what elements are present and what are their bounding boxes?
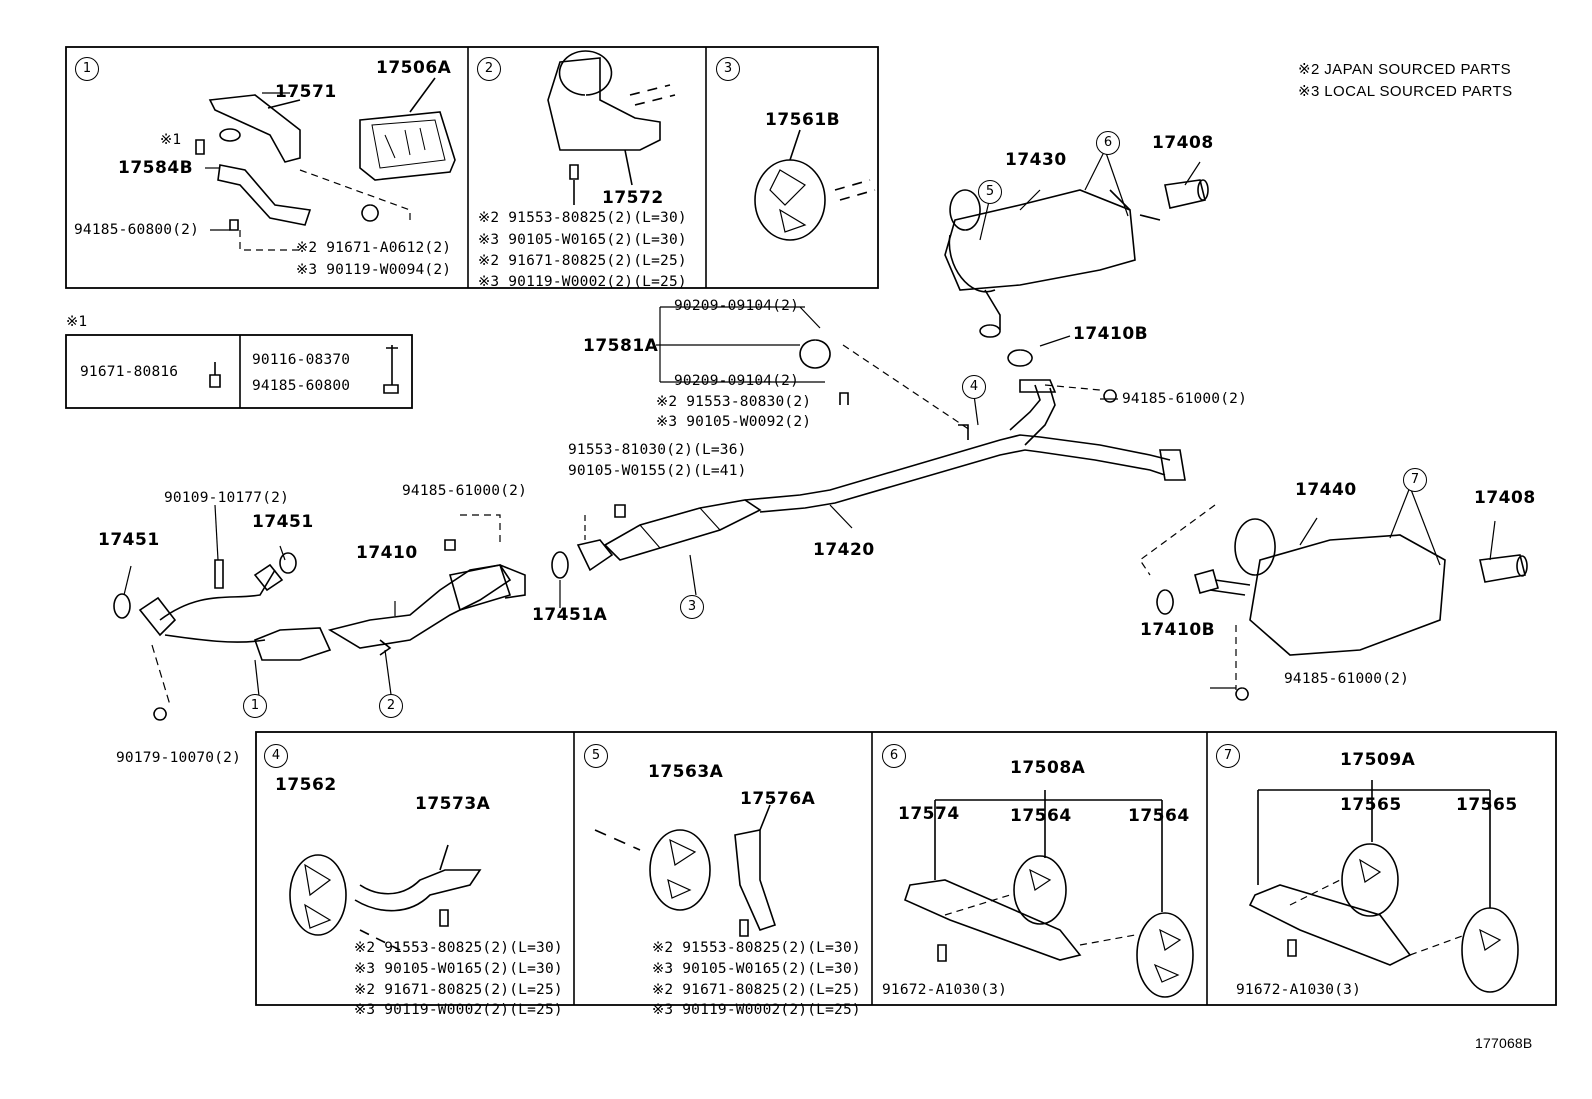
part-17565-left[interactable]: 17565 (1340, 795, 1402, 815)
box1-number: 1 (75, 57, 99, 81)
center-pipe-drawing (551, 339, 1186, 579)
fastener-box4-1[interactable]: ※2 91553-80825(2)(L=30) (354, 940, 563, 956)
fastener-box2-3[interactable]: ※2 91671-80825(2)(L=25) (478, 253, 687, 269)
star1-fasteners-drawing (209, 345, 399, 394)
part-17430[interactable]: 17430 (1005, 150, 1067, 170)
fastener-91553-80830[interactable]: ※2 91553-80830(2) (656, 394, 812, 410)
star1-marker: ※1 (160, 132, 182, 148)
part-17410b-lower[interactable]: 17410B (1140, 620, 1216, 640)
part-17508a[interactable]: 17508A (1010, 758, 1086, 778)
part-17574[interactable]: 17574 (898, 804, 960, 824)
fastener-box4-3[interactable]: ※2 91671-80825(2)(L=25) (354, 982, 563, 998)
part-17584b[interactable]: 17584B (118, 158, 194, 178)
box3-hanger-drawing (754, 129, 876, 241)
fastener-box5-2[interactable]: ※3 90105-W0165(2)(L=30) (652, 961, 861, 977)
fastener-90116-08370[interactable]: 90116-08370 (252, 352, 351, 368)
part-17451-right[interactable]: 17451 (252, 512, 314, 532)
box4-parts-drawing (289, 844, 482, 951)
callout-1[interactable]: 1 (243, 694, 267, 718)
box7-number: 7 (1216, 744, 1240, 768)
fastener-box2-1[interactable]: ※2 91553-80825(2)(L=30) (478, 210, 687, 226)
part-17576a[interactable]: 17576A (740, 789, 816, 809)
fastener-box5-4[interactable]: ※3 90119-W0002(2)(L=25) (652, 1002, 861, 1018)
callout-5[interactable]: 5 (978, 180, 1002, 204)
part-17420[interactable]: 17420 (813, 540, 875, 560)
star1-box-frame (65, 334, 413, 409)
fastener-91671-80816[interactable]: 91671-80816 (80, 364, 179, 380)
fastener-90179-10070[interactable]: 90179-10070(2) (116, 750, 242, 766)
fastener-94185-60800-star1[interactable]: 94185-60800 (252, 378, 351, 394)
part-17564-right[interactable]: 17564 (1128, 806, 1190, 826)
part-17573a[interactable]: 17573A (415, 794, 491, 814)
part-17581a[interactable]: 17581A (583, 336, 659, 356)
fastener-94185-60800-box1[interactable]: 94185-60800(2) (74, 222, 200, 238)
box3-number: 3 (716, 57, 740, 81)
fastener-90119-w0094[interactable]: ※3 90119-W0094(2) (296, 262, 452, 278)
callout-2[interactable]: 2 (379, 694, 403, 718)
fastener-box7-91672[interactable]: 91672-A1030(3) (1236, 982, 1362, 998)
part-17451a[interactable]: 17451A (532, 605, 608, 625)
japan-sourced-note: ※2 JAPAN SOURCED PARTS (1298, 61, 1512, 78)
fastener-box2-2[interactable]: ※3 90105-W0165(2)(L=30) (478, 232, 687, 248)
box1-bracket-drawing (195, 77, 456, 251)
detail-box-frame-top (65, 46, 879, 289)
part-17563a[interactable]: 17563A (648, 762, 724, 782)
box2-insulator-drawing (547, 50, 676, 205)
box5-number: 5 (584, 744, 608, 768)
box6-parts-drawing (904, 790, 1194, 998)
part-17408-upper[interactable]: 17408 (1152, 133, 1214, 153)
fastener-box2-4[interactable]: ※3 90119-W0002(2)(L=25) (478, 274, 687, 290)
box2-number: 2 (477, 57, 501, 81)
box4-number: 4 (264, 744, 288, 768)
fastener-90209-09104-b[interactable]: 90209-09104(2) (674, 373, 800, 389)
callout-4[interactable]: 4 (962, 375, 986, 399)
part-17564-left[interactable]: 17564 (1010, 806, 1072, 826)
part-17451-left[interactable]: 17451 (98, 530, 160, 550)
fastener-90105-w0155[interactable]: 90105-W0155(2)(L=41) (568, 463, 747, 479)
part-17408-lower[interactable]: 17408 (1474, 488, 1536, 508)
fastener-box5-1[interactable]: ※2 91553-80825(2)(L=30) (652, 940, 861, 956)
rear-muffler-upper-drawing (944, 179, 1209, 367)
callout-3[interactable]: 3 (680, 595, 704, 619)
fastener-box5-3[interactable]: ※2 91671-80825(2)(L=25) (652, 982, 861, 998)
fastener-91553-81030[interactable]: 91553-81030(2)(L=36) (568, 442, 747, 458)
fastener-box4-4[interactable]: ※3 90119-W0002(2)(L=25) (354, 1002, 563, 1018)
part-17572[interactable]: 17572 (602, 188, 664, 208)
fastener-91671-a0612[interactable]: ※2 91671-A0612(2) (296, 240, 452, 256)
leader-lines (123, 92, 1496, 706)
fastener-94185-61000-bot[interactable]: 94185-61000(2) (1284, 671, 1410, 687)
fastener-90109-10177[interactable]: 90109-10177(2) (164, 490, 290, 506)
diagram-code: 177068B (1475, 1035, 1533, 1051)
fastener-box4-2[interactable]: ※3 90105-W0165(2)(L=30) (354, 961, 563, 977)
detail-box-frame-bottom (255, 731, 1557, 1006)
part-17561b[interactable]: 17561B (765, 110, 841, 130)
part-17410[interactable]: 17410 (356, 543, 418, 563)
part-17410b-upper[interactable]: 17410B (1073, 324, 1149, 344)
local-sourced-note: ※3 LOCAL SOURCED PARTS (1298, 83, 1513, 100)
part-17562[interactable]: 17562 (275, 775, 337, 795)
callout-7[interactable]: 7 (1403, 468, 1427, 492)
part-17509a[interactable]: 17509A (1340, 750, 1416, 770)
fastener-94185-61000-top[interactable]: 94185-61000(2) (1122, 391, 1248, 407)
part-17565-right[interactable]: 17565 (1456, 795, 1518, 815)
callout-6[interactable]: 6 (1096, 131, 1120, 155)
rear-muffler-lower-drawing (1139, 504, 1528, 701)
box5-parts-drawing (594, 804, 777, 937)
box6-number: 6 (882, 744, 906, 768)
fastener-box6-91672[interactable]: 91672-A1030(3) (882, 982, 1008, 998)
front-pipe-drawing (113, 514, 526, 721)
part-17506a[interactable]: 17506A (376, 58, 452, 78)
star1-box-title: ※1 (66, 314, 88, 330)
fastener-90209-09104-a[interactable]: 90209-09104(2) (674, 298, 800, 314)
part-17571[interactable]: 17571 (275, 82, 337, 102)
fastener-94185-61000-mid[interactable]: 94185-61000(2) (402, 483, 528, 499)
box7-parts-drawing (1248, 780, 1519, 993)
part-17440[interactable]: 17440 (1295, 480, 1357, 500)
fastener-90105-w0092[interactable]: ※3 90105-W0092(2) (656, 414, 812, 430)
